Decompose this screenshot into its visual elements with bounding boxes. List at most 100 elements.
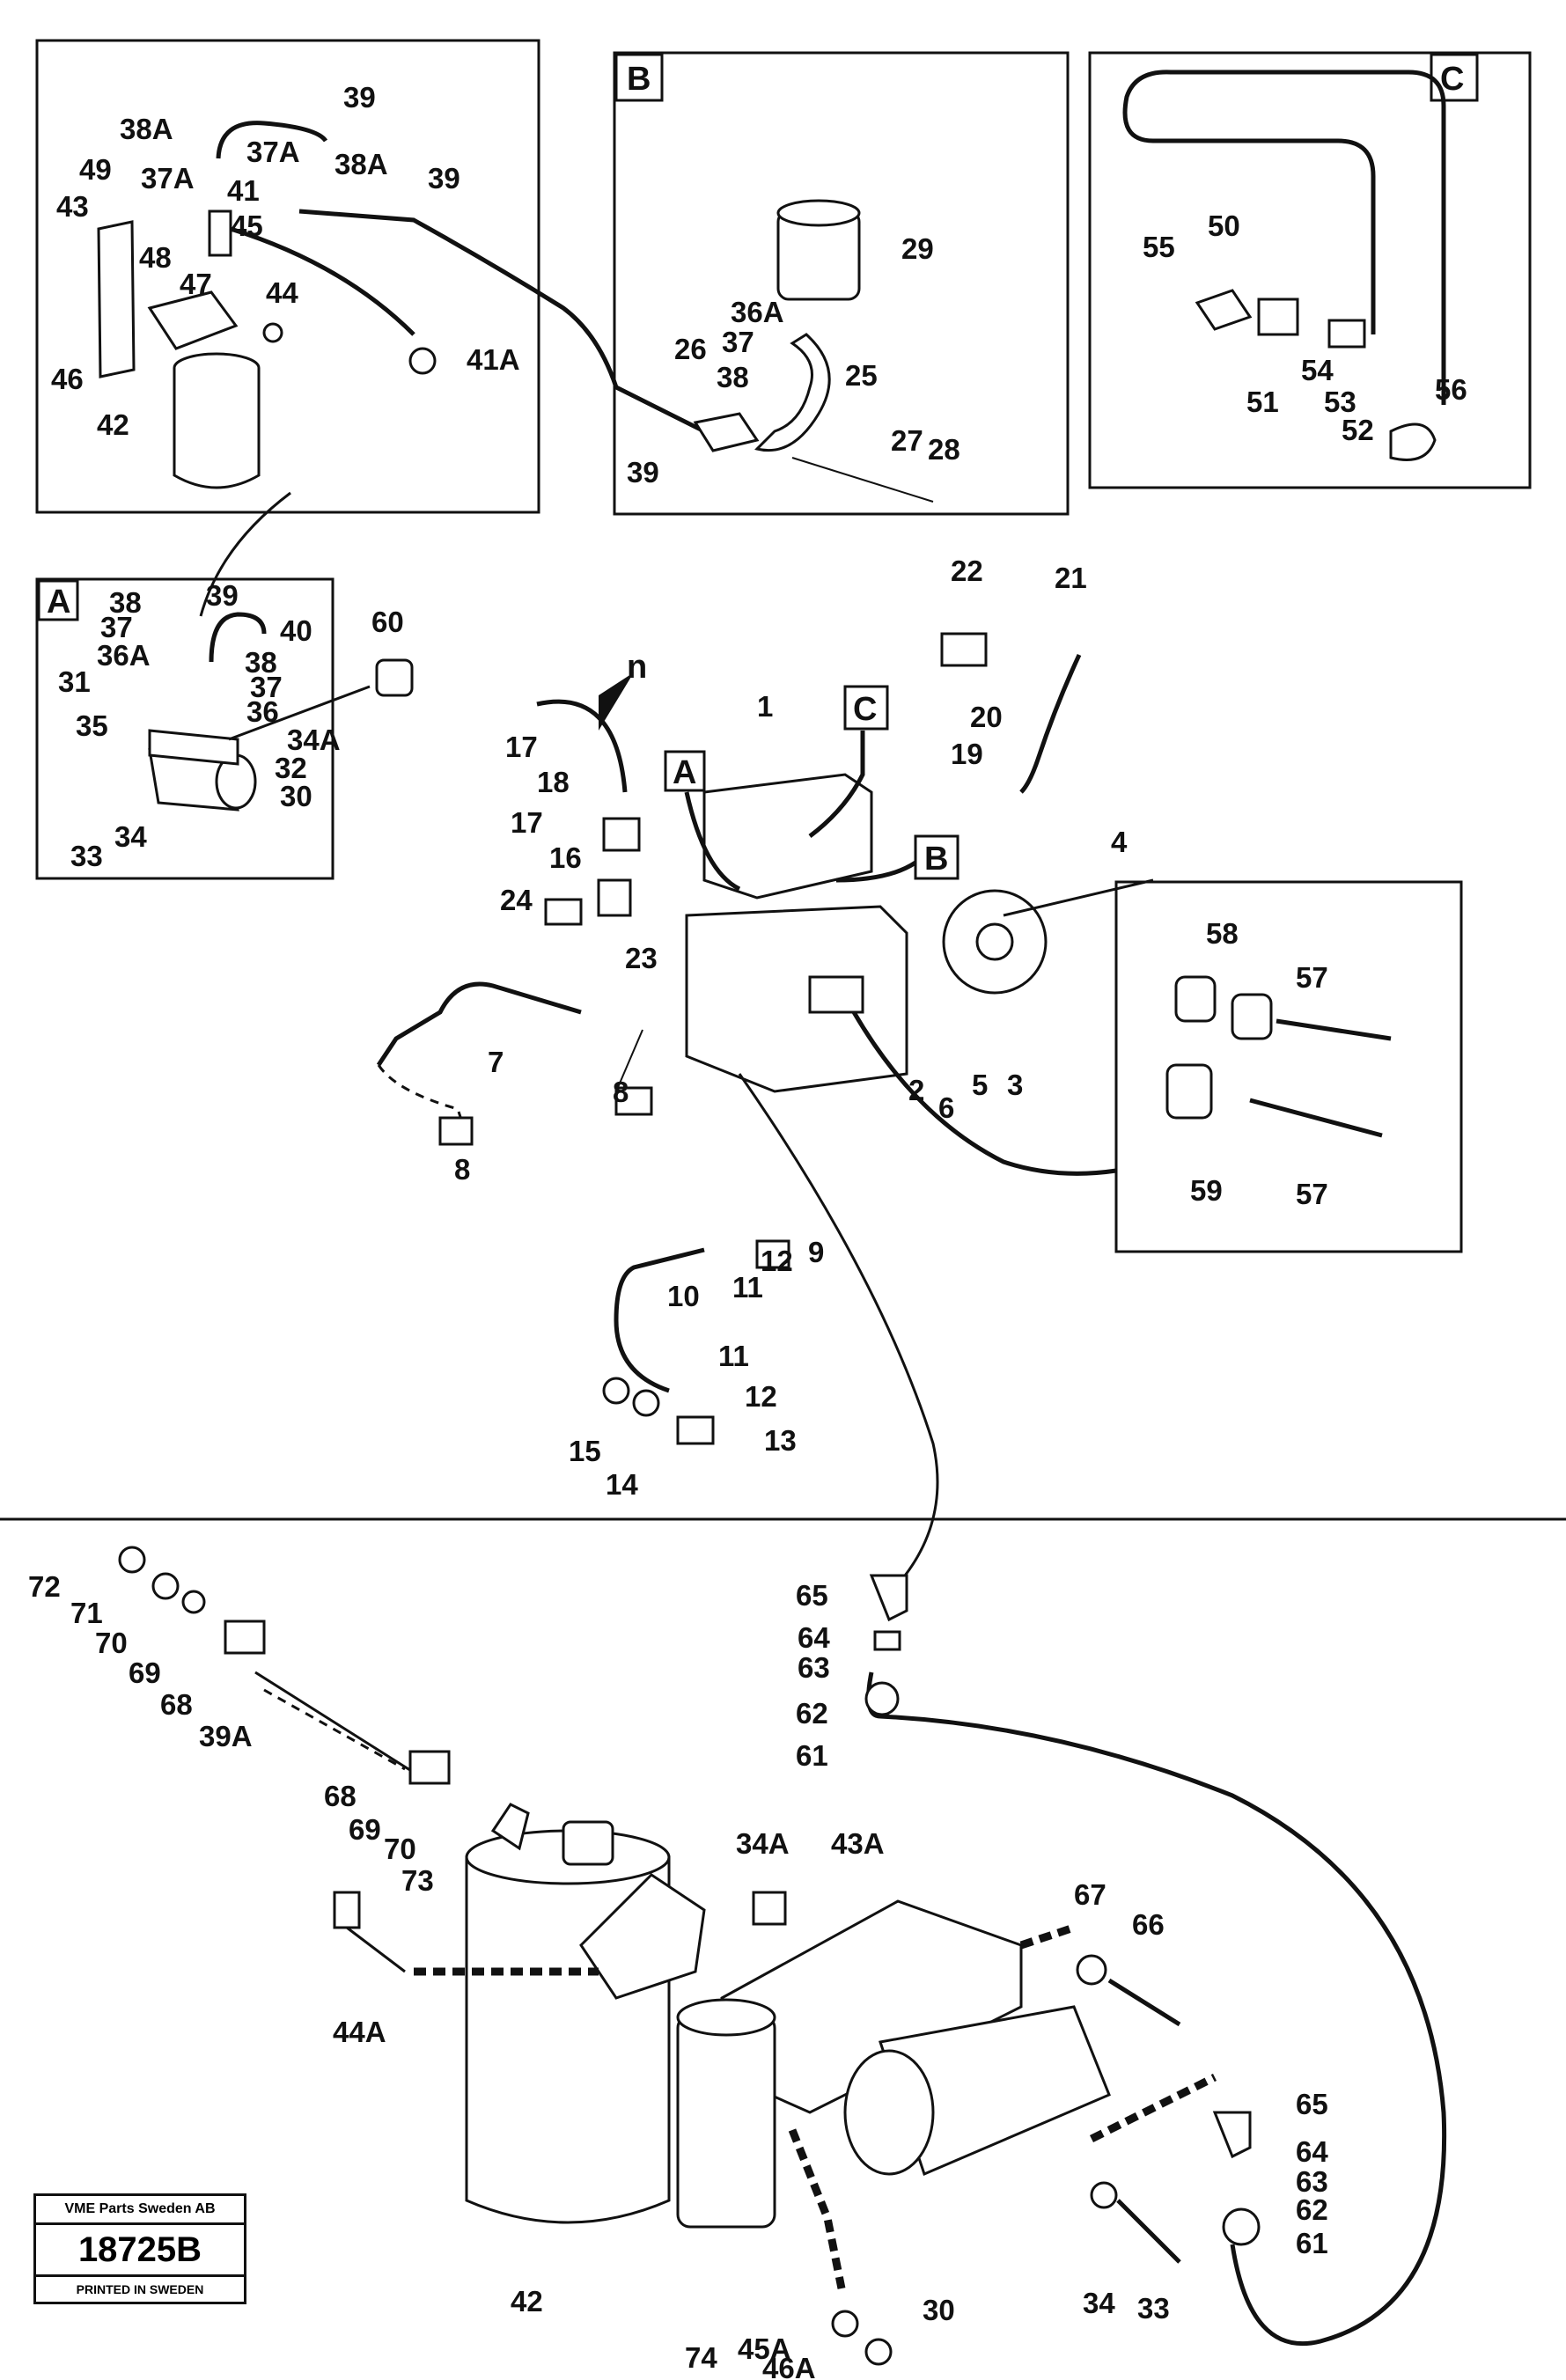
callout-1: 1 xyxy=(757,690,773,723)
inset-frame-bolts xyxy=(1114,880,1463,1253)
callout-48: 48 xyxy=(139,241,172,274)
callout-38: 38 xyxy=(109,586,142,619)
silencer-top xyxy=(776,199,861,227)
tee-16 xyxy=(602,817,641,852)
bolt-44A xyxy=(333,1891,361,1929)
callout-72: 72 xyxy=(28,1570,61,1603)
union-68b xyxy=(408,1750,451,1785)
leader-to-bolt-inset xyxy=(851,1010,1117,1176)
callout-36a: 36A xyxy=(97,639,151,672)
valve-24 xyxy=(544,898,583,926)
callout-50: 50 xyxy=(1208,209,1240,242)
filter-74 xyxy=(676,2014,776,2229)
callout-58: 58 xyxy=(1206,917,1239,950)
callout-34a: 34A xyxy=(287,724,341,756)
callout-63: 63 xyxy=(1296,2165,1328,2198)
badge-printed: PRINTED IN SWEDEN xyxy=(76,2282,204,2296)
callout-2: 2 xyxy=(908,1074,924,1106)
callout-74: 74 xyxy=(685,2341,717,2374)
callout-57: 57 xyxy=(1296,1178,1328,1210)
governor-to-65-dashed xyxy=(1089,2073,1217,2143)
bolt-57a xyxy=(1276,1018,1392,1041)
callout-34a: 34A xyxy=(736,1827,790,1860)
callout-46a: 46A xyxy=(762,2352,816,2380)
callout-40: 40 xyxy=(280,614,312,647)
callout-59: 59 xyxy=(1190,1174,1223,1207)
callout-70: 70 xyxy=(384,1833,416,1865)
callout-70: 70 xyxy=(95,1627,128,1659)
callout-35: 35 xyxy=(76,709,108,742)
sleeve-58a xyxy=(1174,975,1217,1023)
nut-34A xyxy=(752,1891,787,1926)
callout-69: 69 xyxy=(129,1656,161,1689)
callout-73: 73 xyxy=(401,1864,434,1897)
pipe-40 xyxy=(209,612,267,663)
callout-7: 7 xyxy=(488,1046,504,1078)
callout-64: 64 xyxy=(798,1621,830,1654)
callout-29: 29 xyxy=(901,232,934,265)
callout-56: 56 xyxy=(1435,373,1467,406)
callout-55: 55 xyxy=(1143,231,1175,263)
callout-45: 45 xyxy=(231,209,263,242)
callout-32: 32 xyxy=(275,752,307,784)
callout-63: 63 xyxy=(798,1651,830,1684)
union-68 xyxy=(224,1620,266,1655)
main-tag-box-c xyxy=(843,685,889,731)
callout-36: 36 xyxy=(246,695,279,728)
banjo-9 xyxy=(755,1239,790,1269)
washer-67 xyxy=(1076,1954,1107,1986)
leader-8 xyxy=(615,1029,643,1092)
badge-company: VME Parts Sweden AB xyxy=(36,2196,244,2225)
callout-30: 30 xyxy=(923,2294,955,2326)
nut-72 xyxy=(118,1546,146,1574)
callout-11: 11 xyxy=(732,1271,763,1304)
tag-a: A xyxy=(47,584,70,621)
main-tag-a: A xyxy=(673,754,696,791)
callout-43: 43 xyxy=(56,190,89,223)
callout-65: 65 xyxy=(796,1579,828,1612)
leader-c-to-compressor xyxy=(808,731,865,838)
callout-37: 37 xyxy=(100,611,133,643)
callout-31: 31 xyxy=(58,665,91,698)
elbow-8-upper xyxy=(614,1086,653,1116)
pipe-39-long xyxy=(298,209,724,443)
pipe-39-upper xyxy=(216,121,328,159)
main-tag-b: B xyxy=(924,841,948,878)
view-arrow-n xyxy=(599,672,634,731)
fitting-22 xyxy=(940,632,988,667)
callout-61: 61 xyxy=(796,1739,828,1772)
callout-38a: 38A xyxy=(120,113,173,145)
callout-4: 4 xyxy=(1111,826,1128,858)
bolt-44 xyxy=(262,322,283,343)
bolt-44A-shank xyxy=(346,1926,406,1973)
callout-47: 47 xyxy=(180,268,212,300)
callout-71: 71 xyxy=(70,1597,103,1629)
washer-45A xyxy=(831,2310,859,2338)
callout-25: 25 xyxy=(845,359,878,392)
fitting-41A xyxy=(408,347,437,375)
inset-frame-top-left xyxy=(35,39,540,514)
callout-39: 39 xyxy=(627,456,659,488)
intake-pipe-25 xyxy=(754,333,831,452)
governor-block-32 xyxy=(148,729,239,766)
callout-52: 52 xyxy=(1342,414,1374,446)
union-41 xyxy=(208,209,232,257)
callout-39a: 39A xyxy=(199,1720,253,1752)
badge-code: 18725B xyxy=(36,2225,244,2277)
tag-box-c xyxy=(1430,53,1479,102)
gear-hub xyxy=(975,922,1014,961)
callout-17: 17 xyxy=(511,806,543,839)
callout-44: 44 xyxy=(266,276,298,309)
inset-frame-c xyxy=(1088,51,1532,489)
callout-39: 39 xyxy=(428,162,460,195)
tag-box-b xyxy=(614,53,664,102)
callout-33: 33 xyxy=(70,840,103,872)
bolt-line-27 xyxy=(791,457,934,503)
governor-lower-cap xyxy=(843,2049,935,2176)
callout-54: 54 xyxy=(1301,354,1334,386)
callout-34: 34 xyxy=(114,820,147,853)
filter-cap-right xyxy=(562,1820,614,1866)
flange-50 xyxy=(1195,289,1253,331)
view-arrow-n-label: n xyxy=(627,649,647,686)
